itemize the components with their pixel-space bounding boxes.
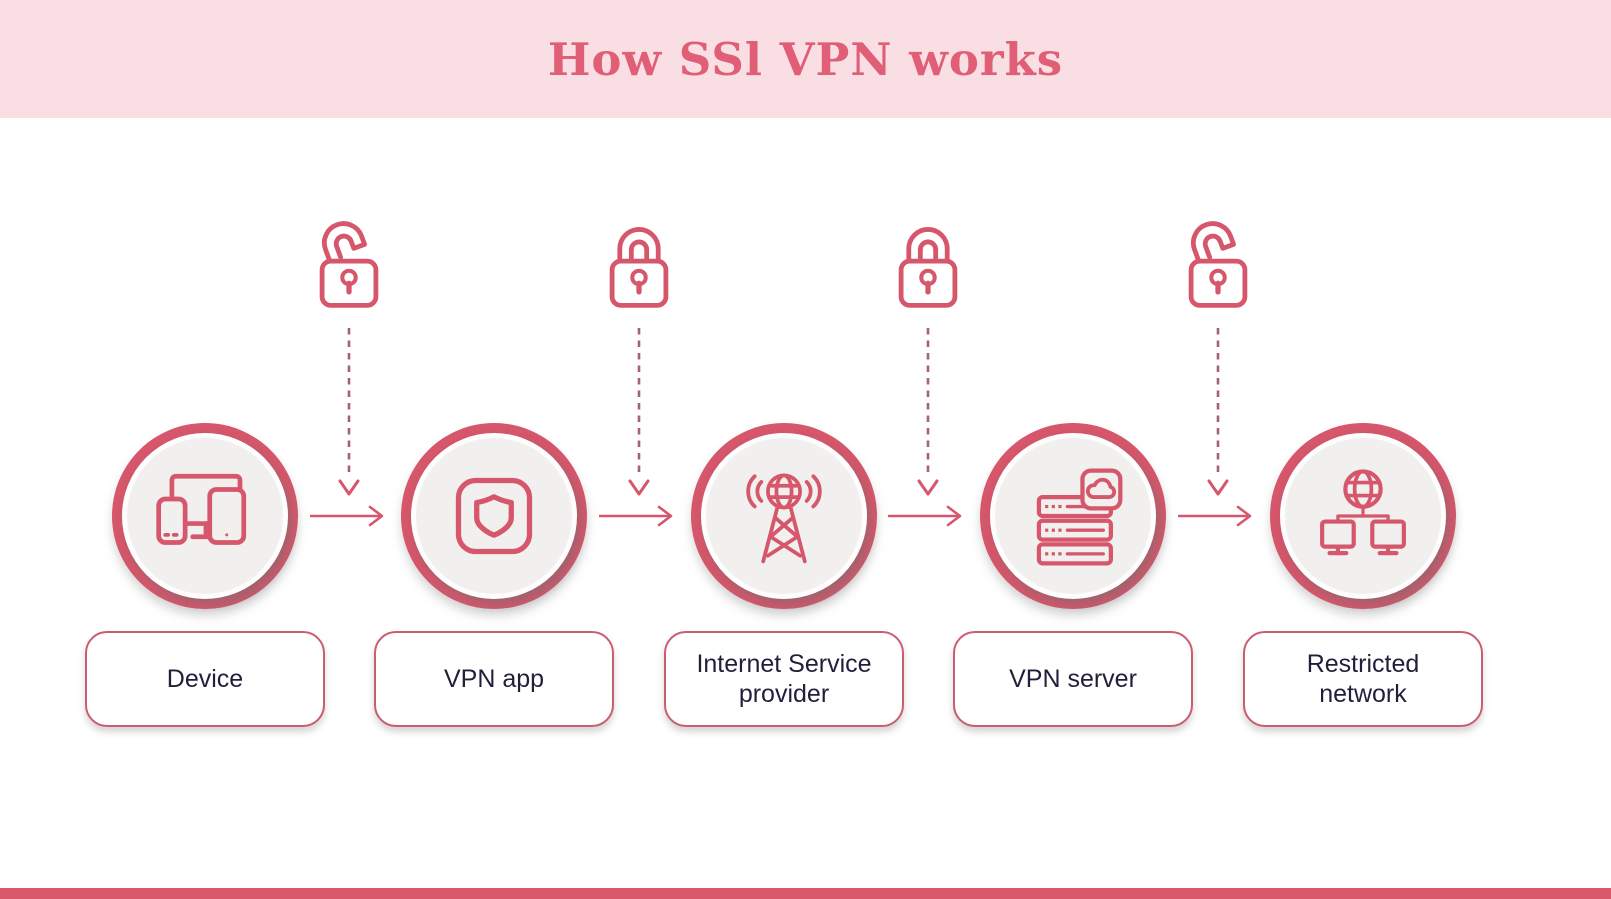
right-arrow-1 (309, 503, 390, 529)
label-restricted-network-text: Restricted network (1306, 650, 1420, 708)
right-arrow-4 (1177, 503, 1258, 529)
flow-node-vpn-app (401, 423, 587, 609)
open-padlock-icon (319, 221, 379, 308)
label-vpn-app-text: VPN app (443, 665, 545, 693)
closed-padlock-icon (609, 227, 669, 308)
closed-padlock-icon (898, 227, 958, 308)
node-inner-disc (122, 433, 288, 599)
footer-accent-bar (0, 888, 1611, 899)
radio-tower-icon (746, 473, 822, 564)
networked-computers-icon (1320, 469, 1406, 556)
flow-node-device (112, 423, 298, 609)
right-arrow-2 (598, 503, 679, 529)
label-vpn-server: VPN server (953, 631, 1193, 727)
padlock-2 (594, 216, 684, 314)
node-inner-disc (701, 433, 867, 599)
dashed-down-arrow-3 (915, 328, 941, 498)
open-padlock-icon (1188, 221, 1248, 308)
dashed-down-arrow-1 (336, 328, 362, 498)
label-device: Device (85, 631, 325, 727)
label-restricted-network: Restricted network (1243, 631, 1483, 727)
padlock-1 (304, 216, 394, 314)
header-band: How SSl VPN works (0, 0, 1611, 118)
flow-node-restricted-network (1270, 423, 1456, 609)
flow-node-vpn-server (980, 423, 1166, 609)
label-device-text: Device (166, 665, 244, 693)
vpn-shield-app-icon (455, 477, 533, 555)
dashed-down-arrow-2 (626, 328, 652, 498)
label-isp: Internet Service provider (664, 631, 904, 727)
flow-node-isp (691, 423, 877, 609)
node-inner-disc (411, 433, 577, 599)
devices-icon (156, 473, 247, 545)
page-title: How SSl VPN works (547, 32, 1064, 86)
label-isp-text: Internet Service provider (696, 650, 872, 708)
padlock-3 (883, 216, 973, 314)
cloud-server-icon (1036, 468, 1123, 566)
label-vpn-server-text: VPN server (1009, 665, 1137, 693)
dashed-down-arrow-4 (1205, 328, 1231, 498)
right-arrow-3 (887, 503, 968, 529)
padlock-4 (1173, 216, 1263, 314)
label-vpn-app: VPN app (374, 631, 614, 727)
